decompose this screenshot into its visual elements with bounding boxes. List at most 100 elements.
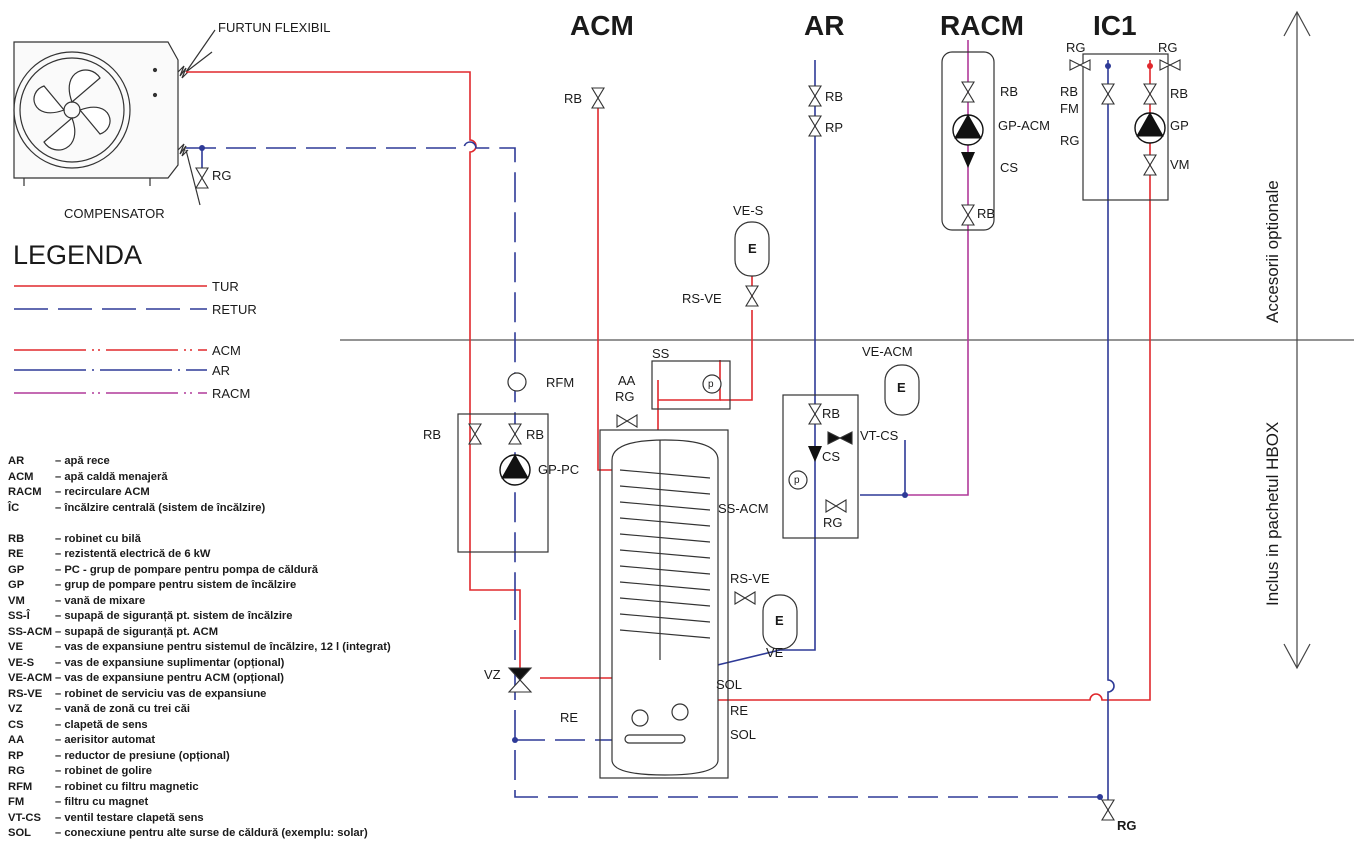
- label-gauge-ssacm: p: [794, 475, 800, 486]
- component-boxes: [457, 51, 1169, 553]
- abbreviation-row: ÎC – încălzire centrală (sistem de încălz…: [8, 501, 391, 517]
- zone-label-hbox: Inclus in pachetul HBOX: [1263, 421, 1282, 606]
- abbreviation-code: RACM: [8, 486, 42, 498]
- abbreviation-description: – robinet de golire: [55, 765, 152, 777]
- header-ar: AR: [804, 10, 845, 41]
- abbreviation-code: SOL: [8, 827, 31, 839]
- abbreviation-row: RE – rezistentă electrică de 6 kW: [8, 547, 391, 563]
- label-fm-ic: FM: [1060, 101, 1079, 116]
- label-rb-pc-right: RB: [526, 427, 545, 442]
- abbreviation-description: – încălzire centrală (sistem de încălzir…: [55, 501, 266, 514]
- label-e-veacm: E: [897, 380, 906, 395]
- label-rb-racm-bot: RB: [977, 206, 996, 221]
- abbreviation-row: RB– robinet cu bilă: [8, 532, 391, 548]
- abbreviation-row: AR – apă rece: [8, 454, 391, 470]
- label-gauge-ss: p: [708, 379, 714, 390]
- junction-dots: [199, 63, 1153, 800]
- label-rb-ar: RB: [825, 89, 844, 104]
- abbreviation-description: – recirculare ACM: [55, 486, 150, 498]
- legend-label-racm: RACM: [212, 386, 251, 401]
- abbreviation-row: RS-VE– robinet de serviciu vas de expans…: [8, 687, 391, 703]
- label-rfm: RFM: [546, 375, 575, 390]
- abbreviation-row: VM– vană de mixare: [8, 594, 391, 610]
- label-rb-acm: RB: [564, 91, 583, 106]
- abbreviation-code: RG: [8, 765, 25, 777]
- legend-label-retur: RETUR: [212, 302, 257, 317]
- abbreviation-description: – vană de mixare: [55, 594, 146, 607]
- abbreviation-description: – aerisitor automat: [55, 734, 156, 746]
- abbreviation-code: RB: [8, 532, 25, 545]
- check-valves: [808, 152, 975, 462]
- label-rg-ic-left: RG: [1066, 40, 1086, 55]
- label-rg-unit: RG: [212, 168, 232, 183]
- abbreviation-code: RFM: [8, 780, 33, 793]
- label-rs-ve-top: RS-VE: [682, 291, 722, 306]
- abbreviation-code: AA: [8, 734, 25, 746]
- abbreviation-description: – conecxiune pentru alte surse de căldur…: [55, 827, 368, 839]
- abbreviation-row: ACM– apă caldă menajeră: [8, 470, 391, 486]
- abbreviation-code: GP: [8, 563, 25, 576]
- legend-label-ar: AR: [212, 363, 231, 378]
- abbreviation-row: GP– PC - grup de pompare pentru pompa de…: [8, 563, 391, 579]
- zone-label-accesorii: Accesorii optionale: [1263, 180, 1282, 323]
- label-rg-ssacm: RG: [823, 515, 843, 530]
- abbreviation-code: SS-Î: [8, 610, 30, 622]
- pressure-gauges: [507, 372, 808, 490]
- label-rg-ic-right: RG: [1158, 40, 1178, 55]
- abbreviation-code: VE-S: [8, 656, 35, 669]
- abbreviation-description: – ventil testare clapetă sens: [55, 811, 204, 824]
- abbreviation-description: – vas de expansiune pentru ACM (opțional…: [55, 672, 284, 684]
- legend-label-acm: ACM: [212, 343, 241, 358]
- label-compensator: COMPENSATOR: [64, 206, 165, 221]
- legend-title: LEGENDA: [13, 240, 143, 270]
- label-ss-acm: SS-ACM: [718, 501, 769, 516]
- zone-arrow: [1283, 10, 1311, 670]
- abbreviation-row: GP– grup de pompare pentru sistem de înc…: [8, 578, 391, 594]
- abbreviation-row: VE-S – vas de expansiune suplimentar (opț…: [8, 656, 391, 672]
- abbreviation-code: VT-CS: [8, 811, 41, 824]
- label-rb-pc-left: RB: [423, 427, 442, 442]
- label-vz: VZ: [484, 667, 501, 682]
- label-aa: AA: [618, 373, 636, 388]
- abbreviation-code: VE-ACM: [8, 672, 53, 684]
- abbreviation-code: RP: [8, 749, 24, 762]
- label-furtun-flexibil: FURTUN FLEXIBIL: [218, 20, 331, 35]
- label-e-ves: E: [748, 241, 757, 256]
- racm-pipes: [905, 40, 969, 496]
- legend-label-tur: TUR: [212, 279, 239, 294]
- abbreviation-code: RE: [8, 548, 24, 560]
- abbreviation-row: SOL – conecxiune pentru alte surse de căl…: [8, 826, 391, 842]
- abbreviation-code: AR: [8, 455, 25, 467]
- abbreviation-description: – rezistentă electrică de 6 kW: [55, 548, 211, 560]
- label-sol-bot: SOL: [730, 727, 757, 742]
- label-gp-pc: GP-PC: [538, 462, 580, 477]
- abbreviation-row: RP – reductor de presiune (opțional): [8, 749, 391, 765]
- abbreviation-description: – robinet de serviciu vas de expansiune: [55, 687, 267, 700]
- abbreviation-code: ÎC: [8, 501, 20, 514]
- abbreviation-description: – supapă de siguranță pt. sistem de încă…: [55, 610, 293, 622]
- label-ss: SS: [652, 346, 670, 361]
- abbreviation-code: CS: [8, 718, 24, 731]
- label-rg-ic-mid: RG: [1060, 133, 1080, 148]
- label-ve-s: VE-S: [733, 203, 764, 218]
- abbreviation-row: SS-ACM– supapă de siguranță pt. ACM: [8, 625, 391, 641]
- label-rb-racm-top: RB: [1000, 84, 1019, 99]
- abbreviation-description: – apă rece: [55, 455, 110, 467]
- abbreviation-code: [8, 516, 55, 532]
- retur-pipes: [186, 141, 1101, 798]
- label-rb-ic-right: RB: [1170, 86, 1189, 101]
- abbreviation-description: – supapă de siguranță pt. ACM: [55, 625, 219, 638]
- legend-lines: [14, 285, 207, 394]
- abbreviation-code: ACM: [8, 470, 34, 483]
- abbreviation-code: GP: [8, 579, 25, 591]
- abbreviation-code: VZ: [8, 703, 23, 715]
- abbreviation-description: – reductor de presiune (opțional): [55, 749, 230, 762]
- abbreviation-row: FM– filtru cu magnet: [8, 795, 391, 811]
- abbreviation-row: VT-CS – ventil testare clapetă sens: [8, 811, 391, 827]
- abbreviation-row: RFM– robinet cu filtru magnetic: [8, 780, 391, 796]
- label-rg-aa: RG: [615, 389, 635, 404]
- valve-symbols: [195, 59, 1181, 821]
- abbreviation-description: – vas de expansiune suplimentar (opționa…: [55, 656, 285, 669]
- label-vm-ic: VM: [1170, 157, 1190, 172]
